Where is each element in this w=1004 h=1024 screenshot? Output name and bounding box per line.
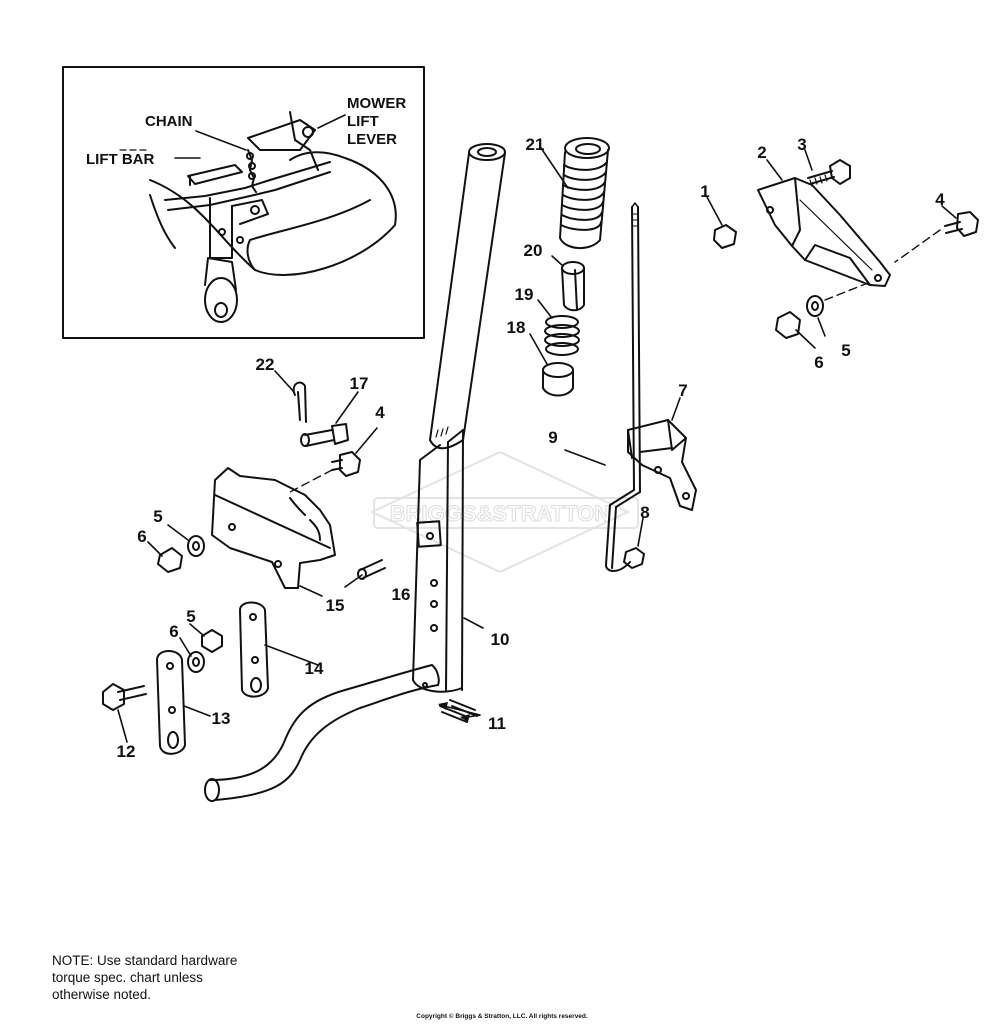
part-9-rod <box>605 202 641 572</box>
callout-1: 1 <box>700 182 709 201</box>
note-line-3: otherwise noted. <box>52 987 152 1002</box>
part-22-cotter-pin <box>292 381 307 423</box>
part-12-bolt <box>102 683 147 711</box>
callout-10: 10 <box>491 630 510 649</box>
part-8-nut <box>623 547 645 569</box>
callout-4-right: 4 <box>935 190 945 209</box>
part-6-nut-left <box>157 547 183 573</box>
callout-2: 2 <box>757 143 766 162</box>
callout-11: 11 <box>488 714 506 733</box>
part-18-bushing <box>542 362 574 397</box>
part-5-nut-lower <box>201 629 223 653</box>
note-line-2: torque spec. chart unless <box>52 970 203 985</box>
label-lift-bar: LIFT BAR <box>86 151 154 168</box>
part-21-grip <box>559 137 610 249</box>
callout-6-right: 6 <box>814 353 823 372</box>
part-6-nut-right <box>775 311 801 339</box>
callout-19: 19 <box>515 285 534 304</box>
callout-11-arrows <box>438 702 470 722</box>
label-lever: LEVER <box>347 131 397 148</box>
callout-12: 12 <box>117 742 136 761</box>
label-chain: CHAIN <box>145 113 193 130</box>
note-text: NOTE: Use standard hardware torque spec.… <box>52 952 237 1003</box>
part-5-washer-left <box>187 535 205 557</box>
label-mower: MOWER <box>347 95 406 112</box>
callout-3: 3 <box>797 135 806 154</box>
callout-14: 14 <box>305 659 324 678</box>
callout-20: 20 <box>524 241 543 260</box>
part-5-washer-right <box>806 295 824 317</box>
label-lift: LIFT <box>347 113 379 130</box>
callout-6-lower: 6 <box>169 622 178 641</box>
part-4-bolt-left <box>289 451 361 493</box>
callout-15: 15 <box>326 596 345 615</box>
callout-9: 9 <box>548 428 557 447</box>
callout-13: 13 <box>212 709 231 728</box>
part-7-bracket <box>627 419 697 511</box>
callout-8: 8 <box>640 503 649 522</box>
part-10-handle <box>204 143 506 802</box>
callout-7: 7 <box>678 381 687 400</box>
leader-lines <box>117 147 957 743</box>
part-6-washer-lower <box>187 651 205 673</box>
callout-5-right: 5 <box>841 341 850 360</box>
callout-6-left: 6 <box>137 527 146 546</box>
callout-21: 21 <box>526 135 545 154</box>
part-14-link <box>239 601 269 698</box>
callout-16: 16 <box>392 585 411 604</box>
part-4-bolt-right <box>894 211 979 263</box>
callout-5-lower: 5 <box>186 607 195 626</box>
part-17-pin <box>300 423 349 447</box>
part-20-coupler <box>561 261 585 312</box>
part-13-link <box>156 650 186 755</box>
callout-18: 18 <box>507 318 526 337</box>
inset-detail <box>62 66 425 339</box>
part-19-spring <box>544 315 580 356</box>
copyright: Copyright © Briggs & Stratton, LLC. All … <box>416 1013 588 1020</box>
watermark-logo <box>371 451 639 573</box>
callout-4-left: 4 <box>375 403 385 422</box>
callout-17: 17 <box>350 374 369 393</box>
part-1-nut <box>713 224 737 249</box>
part-16-pin <box>357 559 386 580</box>
callout-22: 22 <box>256 355 275 374</box>
part-15-plate <box>211 467 336 589</box>
part-2-plate <box>757 177 891 287</box>
callout-5-left: 5 <box>153 507 162 526</box>
note-line-1: NOTE: Use standard hardware <box>52 953 238 968</box>
part-3-bolt <box>807 159 851 187</box>
